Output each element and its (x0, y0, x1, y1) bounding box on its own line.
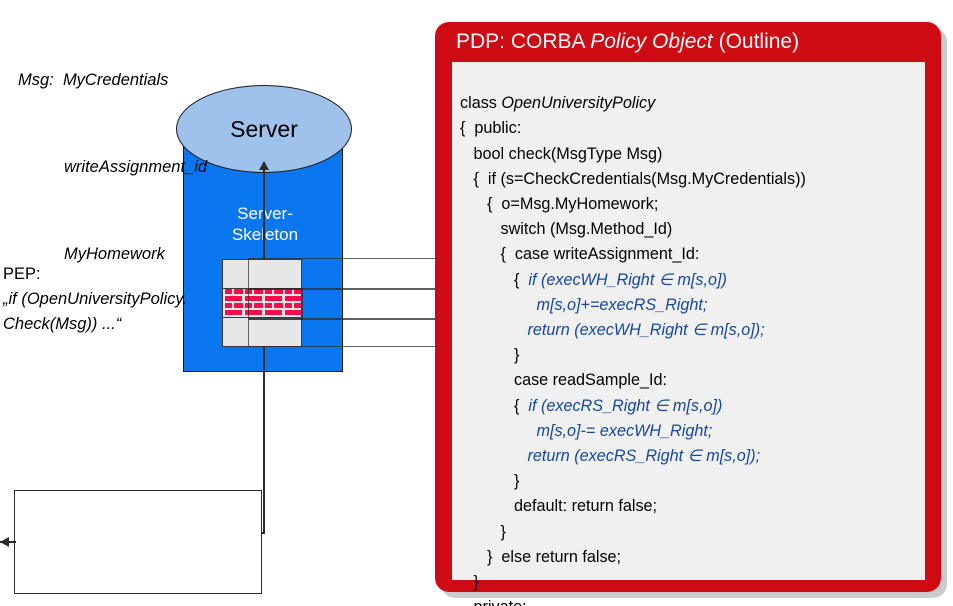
policy-code-listing: class OpenUniversityPolicy { public: boo… (460, 66, 806, 606)
msg-line-2: MyHomework (64, 245, 165, 263)
code-line-17: } (460, 522, 506, 541)
code-line-6: { case writeAssignment_Id: (460, 245, 700, 264)
code-line-5: switch (Msg.Method_Id) (460, 220, 673, 239)
code-line-19: } (460, 573, 479, 592)
pep-block-top (222, 259, 302, 289)
code-line-4: { o=Msg.MyHomework; (460, 195, 659, 214)
server-skeleton-line1: Server- (237, 204, 293, 223)
pdp-panel-title: PDP: CORBA Policy Object (Outline) (456, 30, 799, 54)
pdp-title-italic: Policy Object (590, 30, 713, 53)
policy-code-area: class OpenUniversityPolicy { public: boo… (452, 62, 925, 606)
code-line-10: } (460, 346, 520, 365)
request-flow-arrowhead (259, 161, 269, 170)
msg-line-0: MyCredentials (62, 71, 169, 89)
server-skeleton-label: Server- Skeleton (205, 203, 325, 245)
code-line-9: return (execWH_Right ∈ m[s,o]); (460, 321, 765, 340)
msg-connector-horizontal (262, 532, 265, 534)
pep-annotation: PEP: „if (OpenUniversityPolicy. Check(Ms… (3, 262, 238, 337)
code-line-15: } (460, 472, 520, 491)
code-line-18: } else return false; (460, 547, 622, 566)
incoming-msg-arrowhead (0, 537, 9, 547)
code-line-11: case readSample_Id: (460, 371, 667, 390)
code-line-3: { if (s=CheckCredentials(Msg.MyCredentia… (460, 169, 806, 188)
code-line-13: m[s,o]-= execWH_Right; (460, 421, 713, 440)
pdp-title-suffix: (Outline) (712, 30, 800, 53)
pep-annotation-line2: Check(Msg)) ...“ (3, 315, 122, 333)
pdp-title-prefix: PDP: CORBA (456, 30, 591, 53)
policy-connector-shape (248, 258, 471, 347)
code-line-0: class OpenUniversityPolicy (460, 94, 656, 113)
msg-connector-vertical (263, 398, 265, 533)
server-label: Server (230, 115, 298, 142)
server-ellipse-shape (176, 85, 352, 173)
code-line-1: { public: (460, 119, 522, 138)
code-line-8: m[s,o]+=execRS_Right; (460, 295, 708, 314)
code-line-2: bool check(MsgType Msg) (460, 144, 663, 163)
msg-box-content: Msg: MyCredentials writeAssignment_id My… (18, 8, 207, 327)
code-line-16: default: return false; (460, 497, 658, 516)
pep-annotation-title: PEP: (3, 265, 41, 283)
code-line-14: return (execRS_Right ∈ m[s,o]); (460, 447, 761, 466)
msg-box (14, 490, 262, 594)
server-skeleton-line2: Skeleton (231, 225, 299, 244)
firewall-brick-icon (223, 289, 301, 317)
pep-annotation-line1: „if (OpenUniversityPolicy. (3, 290, 187, 308)
msg-line-1: writeAssignment_id (64, 158, 208, 176)
code-line-20: private: (460, 598, 526, 606)
code-line-7: { if (execWH_Right ∈ m[s,o]) (460, 270, 727, 289)
msg-label: Msg: (18, 71, 54, 89)
code-line-12: { if (execRS_Right ∈ m[s,o]) (460, 396, 723, 415)
